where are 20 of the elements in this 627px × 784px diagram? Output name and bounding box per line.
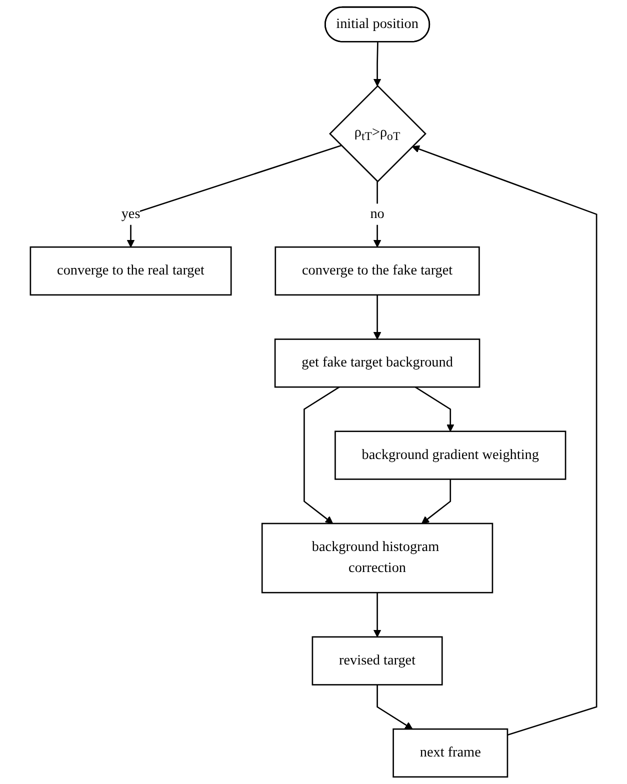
arrow — [126, 144, 342, 248]
arrow — [421, 479, 452, 524]
node-box: converge to the real target — [30, 246, 232, 296]
node-box: background gradient weighting — [334, 430, 566, 480]
arrow — [376, 684, 413, 730]
node-diamond: ρ$_{tT}$>ρ$_{oT}$ — [329, 85, 426, 182]
arrow — [412, 145, 598, 736]
node-box: get fake target background — [274, 338, 480, 388]
edge-label: no — [370, 206, 384, 222]
node-box: converge to the fake target — [274, 246, 480, 296]
arrow — [373, 294, 382, 340]
arrow — [414, 386, 454, 432]
arrow — [373, 42, 382, 86]
node-box: next frame — [392, 728, 508, 778]
node-box: background histogram correction — [261, 522, 494, 594]
edge-label: yes — [121, 206, 140, 222]
arrow — [304, 386, 340, 524]
node-box: revised target — [312, 636, 443, 686]
arrow — [373, 592, 382, 638]
arrow — [373, 182, 382, 248]
